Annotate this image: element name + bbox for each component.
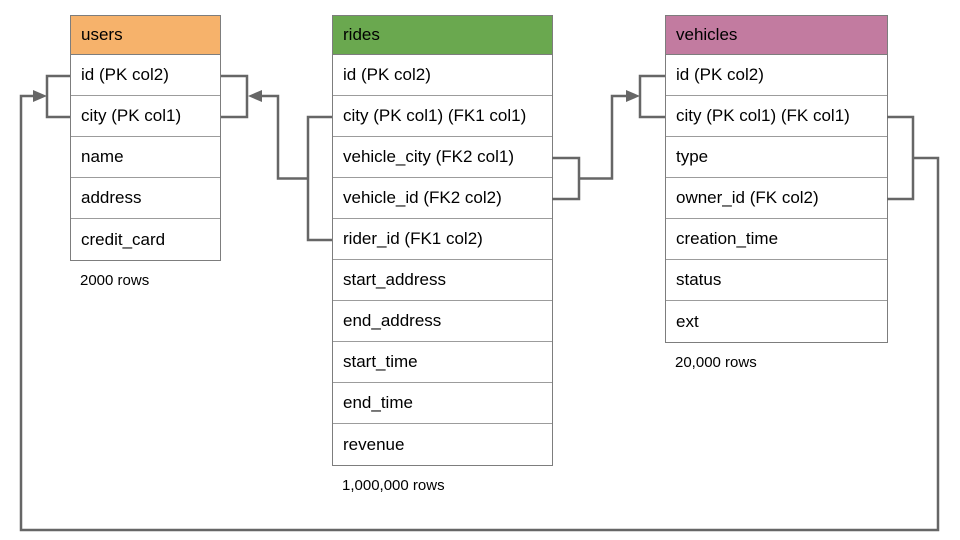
table-header-vehicles: vehicles — [666, 16, 887, 55]
fk-line — [261, 94, 308, 180]
arrowhead — [248, 90, 262, 102]
rides-column-row: vehicle_city (FK2 col1) — [333, 137, 552, 178]
rides-column-row: rider_id (FK1 col2) — [333, 219, 552, 260]
vehicles-column-row: status — [666, 260, 887, 301]
fk-rides-to-vehicles — [552, 74, 665, 201]
table-header-users: users — [71, 16, 220, 55]
users-column-row: credit_card — [71, 219, 220, 260]
vehicles-left-bracket — [638, 74, 665, 119]
users-row-count-label: 2000 rows — [80, 272, 150, 289]
rides-column-row: id (PK col2) — [333, 55, 552, 96]
table-rides-box: rides id (PK col2) city (PK col1) (FK1 c… — [332, 15, 553, 466]
rides-column-row: vehicle_id (FK2 col2) — [333, 178, 552, 219]
vehicles-column-row: type — [666, 137, 887, 178]
rides-row-count-label: 1,000,000 rows — [342, 477, 445, 494]
table-users-box: users id (PK col2) city (PK col1) name a… — [70, 15, 221, 261]
fk-rides-to-users — [221, 74, 332, 242]
arrowhead — [626, 90, 640, 102]
vehicles-column-row: creation_time — [666, 219, 887, 260]
arrowhead — [33, 90, 47, 102]
vehicles-right-bracket — [887, 115, 915, 201]
table-vehicles-box: vehicles id (PK col2) city (PK col1) (FK… — [665, 15, 888, 343]
users-column-row: address — [71, 178, 220, 219]
users-column-row: name — [71, 137, 220, 178]
rides-left-bracket — [306, 115, 332, 242]
vehicles-column-row: ext — [666, 301, 887, 342]
users-column-row: city (PK col1) — [71, 96, 220, 137]
rides-column-row: start_address — [333, 260, 552, 301]
users-left-bracket — [45, 74, 70, 119]
users-right-bracket — [221, 74, 249, 119]
table-vehicles: vehicles id (PK col2) city (PK col1) (FK… — [665, 15, 888, 371]
table-users: users id (PK col2) city (PK col1) name a… — [70, 15, 221, 289]
users-column-row: id (PK col2) — [71, 55, 220, 96]
rides-column-row: end_time — [333, 383, 552, 424]
table-rides: rides id (PK col2) city (PK col1) (FK1 c… — [332, 15, 553, 494]
rides-right-bracket — [552, 156, 581, 201]
fk-line — [579, 94, 627, 180]
rides-column-row: end_address — [333, 301, 552, 342]
table-header-rides: rides — [333, 16, 552, 55]
rides-column-row: city (PK col1) (FK1 col1) — [333, 96, 552, 137]
vehicles-column-row: id (PK col2) — [666, 55, 887, 96]
rides-column-row: revenue — [333, 424, 552, 465]
vehicles-column-row: city (PK col1) (FK col1) — [666, 96, 887, 137]
vehicles-row-count-label: 20,000 rows — [675, 354, 757, 371]
rides-column-row: start_time — [333, 342, 552, 383]
vehicles-column-row: owner_id (FK col2) — [666, 178, 887, 219]
